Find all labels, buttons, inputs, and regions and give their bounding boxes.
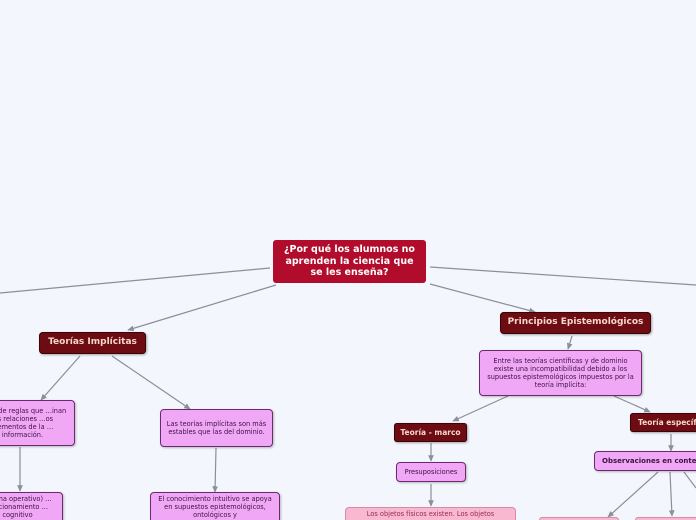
topic-teoria-especifica-text: Teoría específi… (638, 417, 696, 427)
node-incompatibilidad-text: Entre las teorías científicas y de domin… (487, 356, 634, 390)
connector-observaciones-offscreen (683, 471, 696, 489)
node-conocimiento-intuitivo[interactable]: El conocimiento intuitivo se apoya en su… (150, 492, 280, 520)
topic-principios-epistemologicos[interactable]: Principios Epistemológicos (500, 312, 651, 334)
connector-incompatibilidad-especifica (613, 395, 651, 413)
node-presuposiciones-text: Presuposiciones (404, 467, 458, 476)
node-offscreen-child-2[interactable] (635, 517, 696, 520)
node-conjunto-de-reglas[interactable]: …nto de reglas que …inan las relaciones … (0, 400, 75, 446)
node-offscreen-child-1[interactable] (539, 517, 619, 520)
root-topic[interactable]: ¿Por qué los alumnos no aprenden la cien… (273, 240, 426, 283)
connector-observaciones-stub-1 (607, 471, 659, 518)
connector-implicitas-reglas (40, 355, 81, 401)
topic-teoria-marco-text: Teoría - marco (400, 427, 461, 437)
connector-estables-intuitivo (212, 447, 219, 493)
node-teorias-mas-estables-text: Las teorías implícitas son más estables … (166, 419, 267, 436)
node-observaciones-en-contexto-text: Observaciones en conte… (602, 456, 696, 465)
connector-implicitas-estables (111, 355, 191, 410)
node-presuposiciones[interactable]: Presuposiciones (396, 462, 466, 482)
node-sistema-operativo-text: …tema operativo) …Funcionamiento …cognit… (0, 495, 52, 520)
topic-teoria-marco[interactable]: Teoría - marco (394, 423, 467, 442)
connector-root-offscreen-right (429, 266, 696, 286)
connector-observaciones-stub-2 (668, 471, 675, 517)
node-sistema-operativo[interactable]: …tema operativo) …Funcionamiento …cognit… (0, 492, 63, 520)
connector-root-implicitas (127, 284, 277, 332)
node-objetos-fisicos-text: Los objetos físicos existen. Los objetos (366, 510, 495, 518)
node-observaciones-en-contexto[interactable]: Observaciones en conte… (594, 451, 696, 471)
connector-root-epistemologicos (429, 283, 536, 314)
topic-teoria-especifica[interactable]: Teoría específi… (630, 413, 696, 432)
node-incompatibilidad[interactable]: Entre las teorías científicas y de domin… (479, 350, 642, 396)
topic-teorias-implicitas[interactable]: Teorías Implícitas (39, 332, 146, 354)
node-teorias-mas-estables[interactable]: Las teorías implícitas son más estables … (160, 409, 273, 447)
node-conjunto-de-reglas-text: …nto de reglas que …inan las relaciones … (0, 406, 67, 440)
topic-principios-epistemologicos-text: Principios Epistemológicos (507, 317, 644, 328)
node-objetos-fisicos[interactable]: Los objetos físicos existen. Los objetos (345, 507, 516, 520)
topic-teorias-implicitas-text: Teorías Implícitas (48, 337, 137, 348)
root-topic-text: ¿Por qué los alumnos no aprenden la cien… (284, 243, 415, 279)
connector-root-offscreen-left (0, 267, 271, 294)
connector-incompatibilidad-marco (452, 395, 509, 422)
connector-epistemologicos-incompatibilidad (566, 335, 573, 350)
node-conocimiento-intuitivo-text: El conocimiento intuitivo se apoya en su… (158, 495, 272, 520)
